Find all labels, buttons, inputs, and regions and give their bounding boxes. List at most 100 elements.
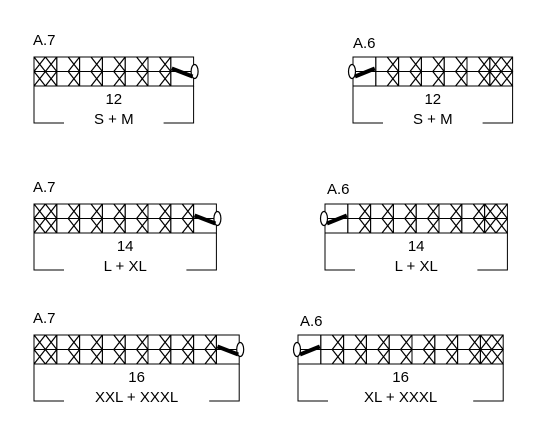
stitch-cell — [56, 56, 81, 87]
double-cross-stitch-symbol — [44, 349, 58, 365]
double-cross-stitch-symbol — [484, 203, 497, 219]
stitch-cell — [489, 56, 514, 87]
cross-stitch-symbol — [158, 56, 172, 72]
double-cross-stitch-symbol — [479, 349, 493, 365]
cable-stitch-symbol — [193, 213, 217, 226]
cross-stitch-symbol — [90, 203, 103, 219]
double-cross-stitch-symbol — [44, 203, 58, 219]
cross-stitch-symbol — [204, 334, 217, 350]
stitch-cell — [33, 334, 58, 365]
double-cross-stitch-symbol — [495, 218, 508, 234]
cell-top — [320, 334, 345, 350]
cross-stitch-symbol — [113, 56, 126, 72]
stitch-count: 12 — [424, 91, 441, 108]
cross-stitch-symbol — [181, 349, 195, 365]
cell-bottom — [193, 349, 217, 365]
stitch-cell — [392, 203, 417, 234]
stitch-cell — [56, 334, 81, 365]
stitch-cell — [479, 334, 504, 365]
double-cross-stitch-symbol — [44, 56, 58, 72]
cell-top — [193, 334, 217, 350]
cell-top — [398, 56, 422, 72]
stitch-cell — [215, 334, 245, 365]
cell-top — [170, 334, 195, 350]
cable-loop — [292, 341, 302, 358]
cross-stitch-symbol — [67, 349, 81, 365]
cross-stitch-symbol — [67, 334, 81, 350]
cross-stitch-symbol — [422, 349, 436, 365]
cell-bottom — [415, 218, 440, 234]
cross-stitch-symbol — [67, 218, 81, 234]
stitch-cell — [79, 203, 103, 234]
cell-top — [347, 203, 372, 219]
stitch-cell — [457, 334, 481, 365]
cross-stitch-symbol — [472, 203, 486, 219]
cross-stitch-symbol — [67, 56, 81, 72]
cell-top — [466, 56, 491, 72]
stitch-cell — [388, 334, 413, 365]
cross-stitch-symbol — [381, 218, 394, 234]
cross-stitch-symbol — [455, 56, 468, 72]
cross-stitch-symbol — [358, 218, 372, 234]
cell-top — [101, 334, 126, 350]
stitch-cell — [484, 203, 508, 234]
cross-stitch-symbol — [136, 203, 149, 219]
cross-stitch-symbol — [400, 334, 413, 350]
cross-stitch-symbol — [468, 334, 481, 350]
cross-stitch-symbol — [409, 56, 422, 72]
cross-stitch-symbol — [67, 203, 81, 219]
cross-stitch-symbol — [404, 203, 417, 219]
cell-bottom — [101, 349, 126, 365]
double-cross-stitch-symbol — [491, 349, 504, 365]
cell-bottom — [33, 71, 58, 87]
cell-bottom — [147, 218, 172, 234]
stitch-cell — [466, 56, 491, 87]
cross-stitch-symbol — [381, 203, 394, 219]
cross-stitch-symbol — [449, 203, 463, 219]
cross-stitch-symbol — [113, 334, 126, 350]
cross-stitch-symbol — [354, 334, 367, 350]
cross-stitch-symbol — [449, 218, 463, 234]
cell-bottom — [101, 218, 126, 234]
cell-top — [33, 56, 58, 72]
double-cross-stitch-symbol — [33, 334, 46, 350]
cross-stitch-symbol — [432, 71, 445, 87]
cell-top — [79, 56, 103, 72]
cross-stitch-symbol — [377, 334, 390, 350]
stitch-cell — [320, 334, 345, 365]
cross-stitch-symbol — [90, 349, 103, 365]
stitch-count: 14 — [117, 238, 134, 255]
cell-top — [461, 203, 486, 219]
stitch-cell — [33, 56, 58, 87]
cell-bottom — [79, 71, 103, 87]
cell-top — [343, 334, 367, 350]
cross-stitch-symbol — [331, 334, 345, 350]
cell-bottom — [457, 349, 481, 365]
cross-stitch-symbol — [354, 349, 367, 365]
cross-stitch-symbol — [422, 334, 436, 350]
double-cross-stitch-symbol — [500, 56, 514, 72]
cable-stitch-symbol — [299, 344, 321, 357]
cell-top — [420, 56, 445, 72]
cross-stitch-symbol — [113, 203, 126, 219]
cell-top — [147, 203, 172, 219]
cell-top — [56, 203, 81, 219]
stitch-cell — [170, 334, 195, 365]
stitch-cell — [124, 203, 149, 234]
cell-top — [370, 203, 394, 219]
stitch-cell — [319, 203, 349, 234]
cell-bottom — [365, 349, 390, 365]
cell-top — [101, 56, 126, 72]
cross-stitch-symbol — [90, 218, 103, 234]
size-label: XXL + XXXL — [95, 389, 178, 406]
cross-stitch-symbol — [158, 203, 172, 219]
double-cross-stitch-symbol — [484, 218, 497, 234]
bracket-right — [163, 86, 195, 124]
cell-top — [443, 56, 468, 72]
cell-top — [438, 203, 463, 219]
